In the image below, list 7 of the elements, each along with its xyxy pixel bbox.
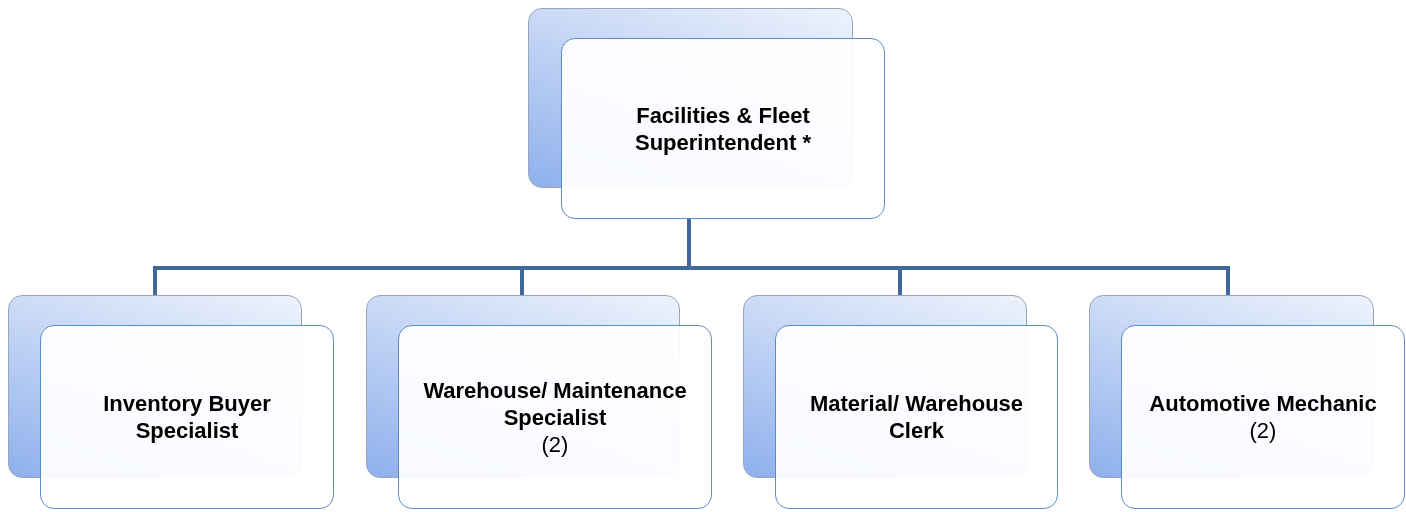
- headcount-label: (2): [541, 430, 569, 458]
- position-title: Facilities & Fleet Superintendent *: [634, 101, 812, 156]
- headcount-label: (2): [1249, 417, 1277, 444]
- position-title: Warehouse/ Maintenance Specialist: [422, 376, 688, 431]
- position-title: Inventory Buyer Specialist: [102, 390, 272, 444]
- position-title: Automotive Mechanic: [1149, 390, 1377, 417]
- position-title: Material/ Warehouse Clerk: [808, 390, 1025, 444]
